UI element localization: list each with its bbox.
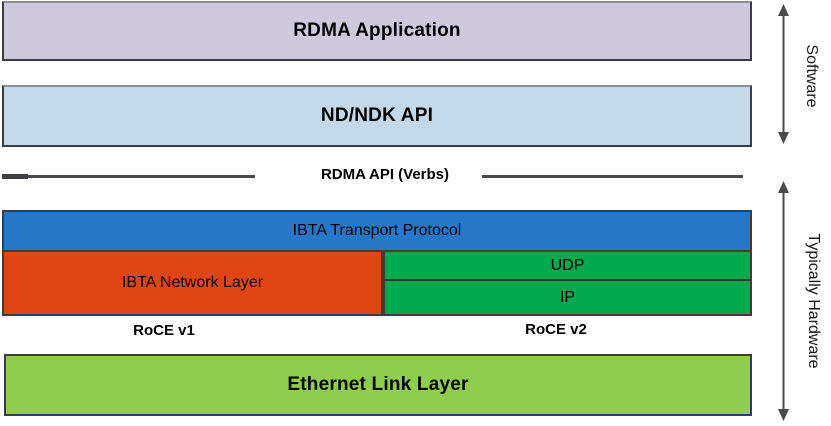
layer-ip: IP xyxy=(385,281,750,314)
layer-ibta-network-layer-label: IBTA Network Layer xyxy=(121,274,264,291)
layer-ibta-transport-protocol: IBTA Transport Protocol xyxy=(2,210,752,252)
layer-ethernet-link-layer: Ethernet Link Layer xyxy=(4,354,752,416)
layer-udp-ip-group: UDP IP xyxy=(383,250,752,316)
typically-hardware-side-label: Typically Hardware xyxy=(805,233,822,369)
layer-nd-ndk-api: ND/NDK API xyxy=(2,85,752,147)
rdma-api-verbs-label: RDMA API (Verbs) xyxy=(320,166,450,183)
layer-udp-label: UDP xyxy=(550,256,585,274)
layer-ethernet-link-layer-label: Ethernet Link Layer xyxy=(287,374,469,395)
software-side-label: Software xyxy=(803,44,820,108)
layer-rdma-application-label: RDMA Application xyxy=(293,20,461,41)
verbs-divider-line-right xyxy=(482,175,743,178)
layer-nd-ndk-api-label: ND/NDK API xyxy=(320,105,434,126)
roce-v1-label: RoCE v1 xyxy=(133,322,195,339)
hardware-range-double-arrow-icon xyxy=(778,181,789,421)
software-range-double-arrow-icon xyxy=(778,4,789,144)
layer-rdma-application: RDMA Application xyxy=(2,1,752,61)
verbs-divider-line-left xyxy=(2,175,255,178)
layer-udp: UDP xyxy=(385,252,750,281)
layer-ibta-transport-protocol-label: IBTA Transport Protocol xyxy=(292,222,462,239)
layer-ip-label: IP xyxy=(559,288,576,306)
layer-ibta-network-layer: IBTA Network Layer xyxy=(2,250,383,316)
roce-v2-label: RoCE v2 xyxy=(525,321,587,338)
verbs-divider-line-cap xyxy=(2,174,28,179)
